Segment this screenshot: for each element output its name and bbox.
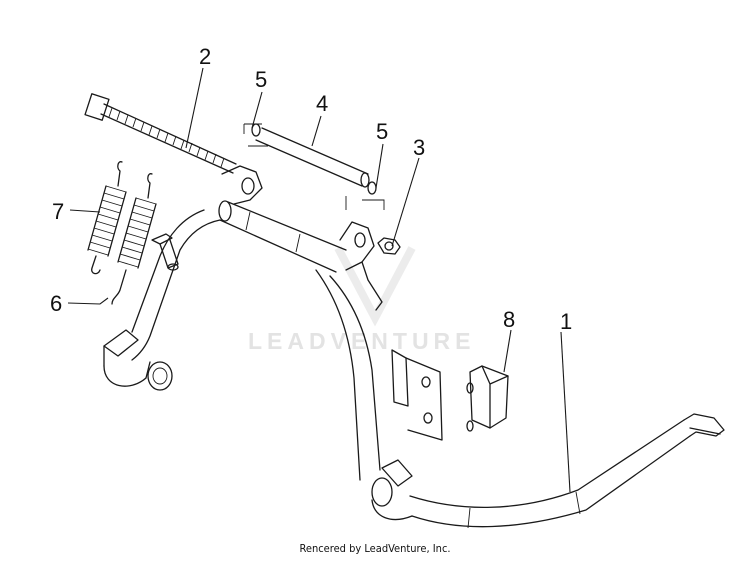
nut-part-3 — [377, 237, 401, 255]
watermark-logo — [334, 246, 416, 327]
callout-leaders — [67, 67, 571, 493]
callout-label: 1 — [560, 309, 572, 334]
callout-label: 2 — [199, 44, 211, 69]
pin-part-4 — [255, 127, 370, 188]
callout-label: 5 — [376, 119, 388, 144]
pin-part-6 — [151, 233, 179, 271]
buffer-part-8 — [466, 365, 509, 432]
watermark-text: LEADVENTURE — [248, 328, 476, 354]
stand-part-1 — [103, 165, 725, 529]
callout-label: 5 — [255, 67, 267, 92]
bolt-part-2 — [84, 93, 237, 174]
credit-footer: Rencered by LeadVenture, Inc. — [299, 542, 451, 555]
callout-label: 6 — [50, 291, 62, 316]
callout-labels: 1 2 3 4 5 5 6 7 8 — [50, 44, 572, 334]
callout-label: 7 — [52, 199, 64, 224]
ring-part-5-right — [345, 181, 385, 210]
callout-label: 8 — [503, 307, 515, 332]
callout-label: 4 — [316, 91, 328, 116]
ring-part-5-left — [243, 123, 268, 147]
callout-label: 3 — [413, 135, 425, 160]
spring-part-7 — [87, 161, 157, 305]
